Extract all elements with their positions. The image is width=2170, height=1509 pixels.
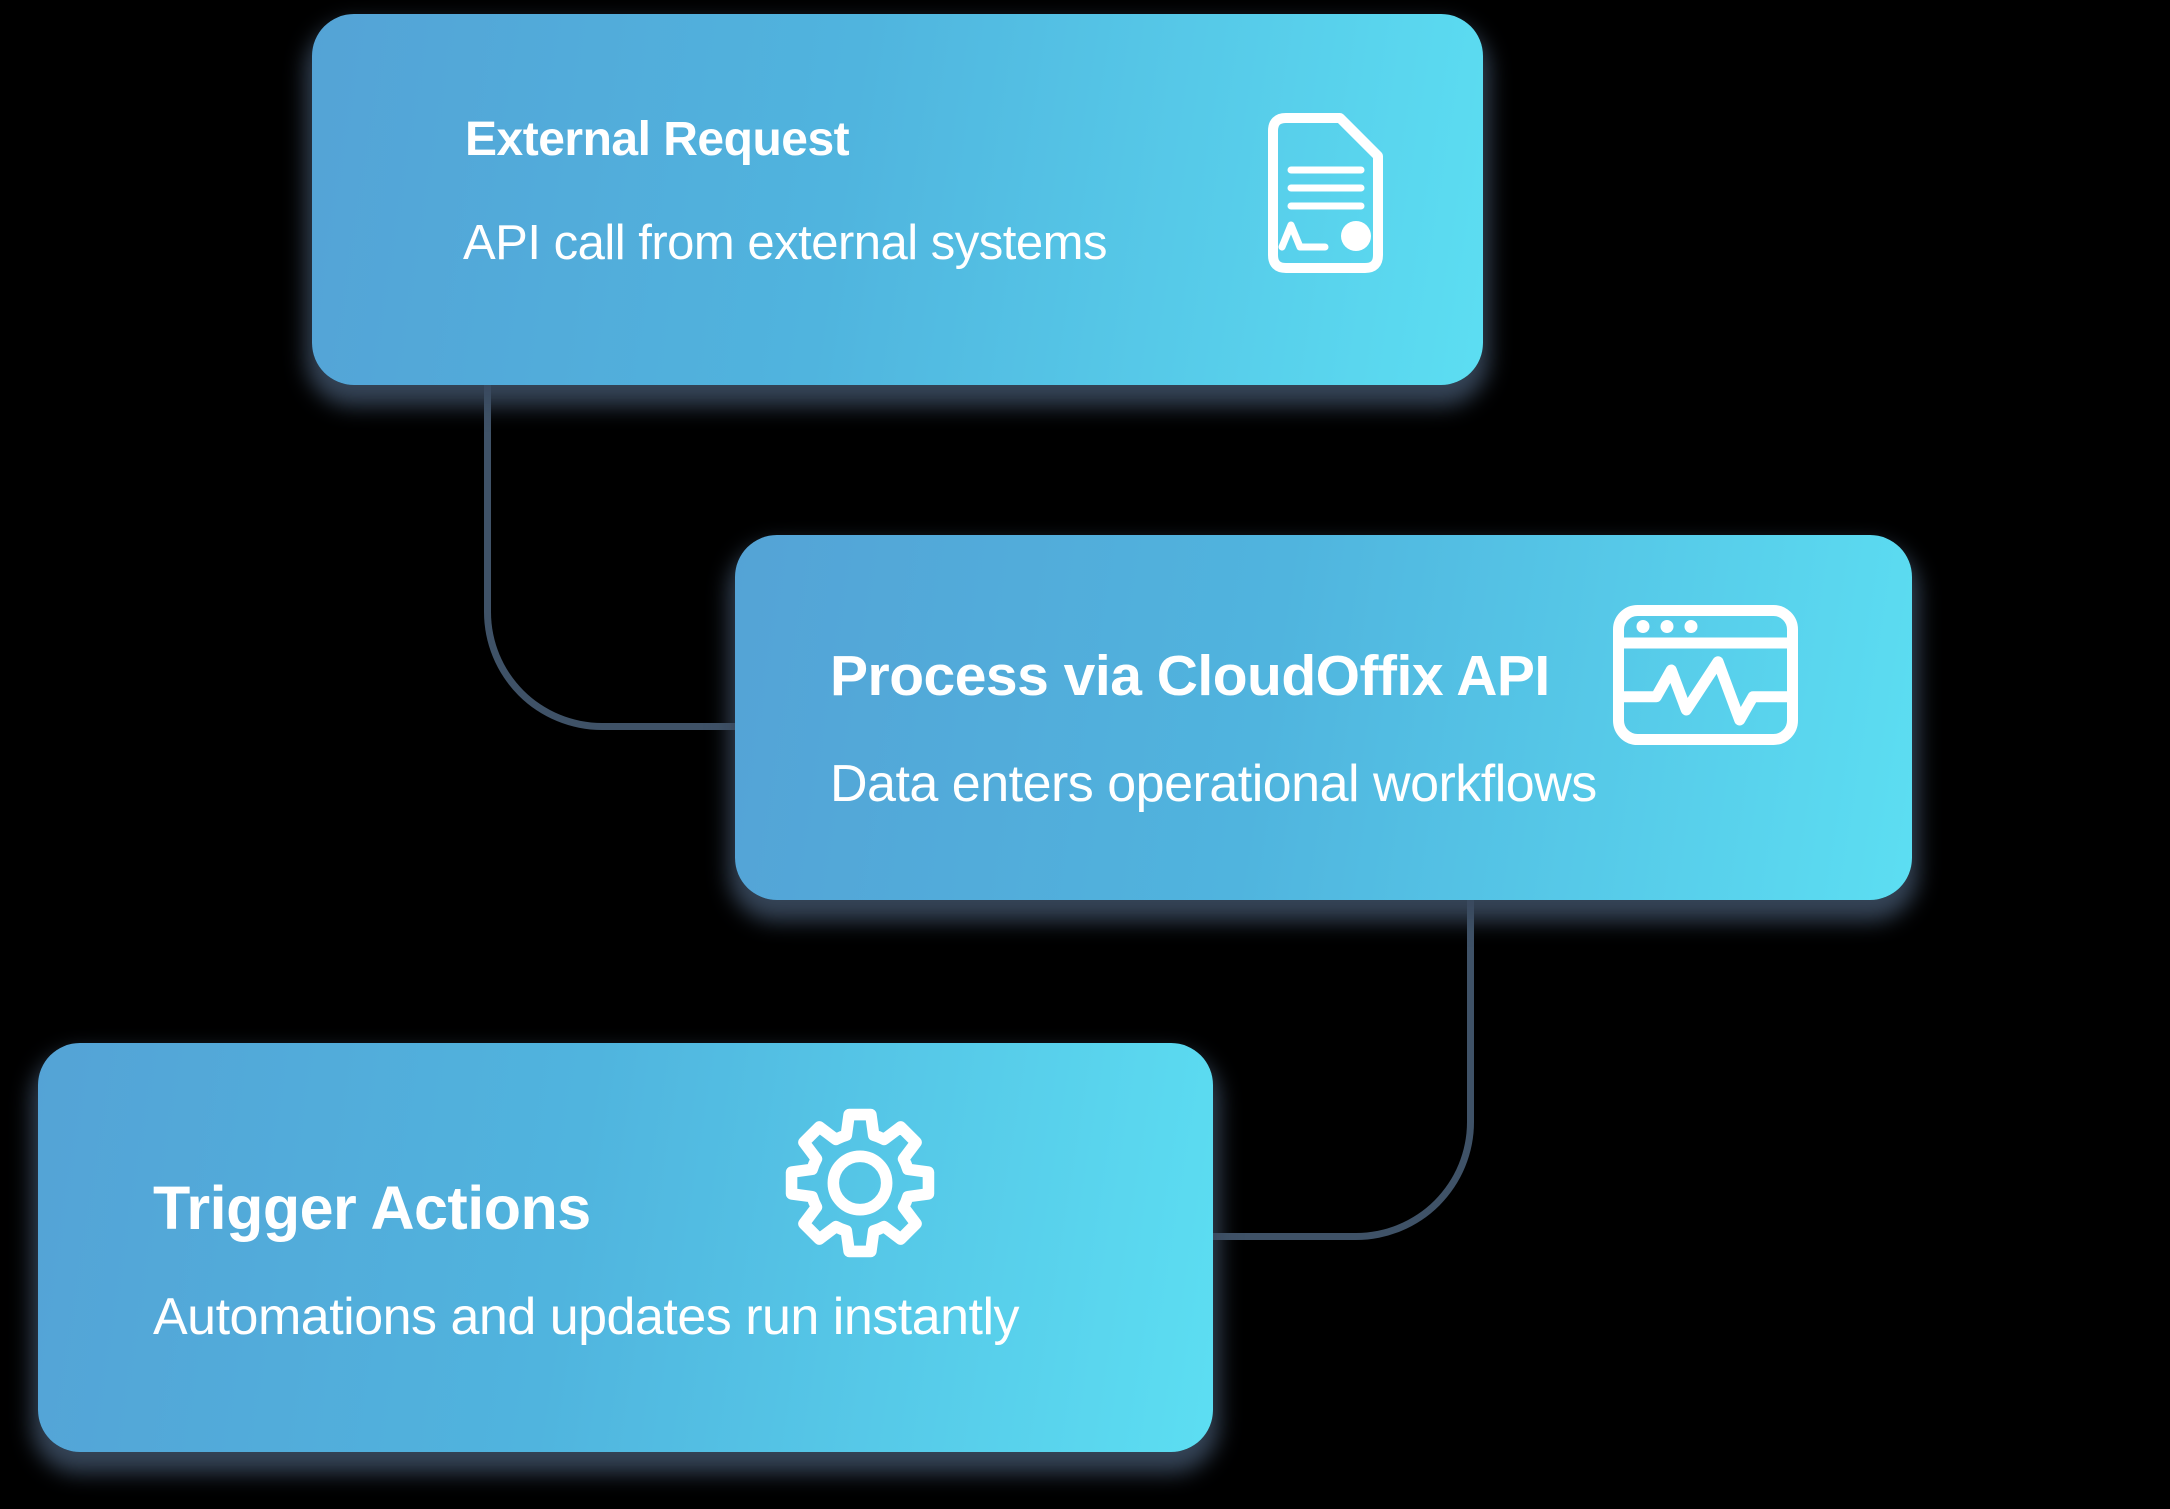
card-title: Trigger Actions — [153, 1174, 591, 1242]
card-title: External Request — [465, 113, 850, 166]
connector-step2-step3 — [1213, 897, 1474, 1240]
card-title: Process via CloudOffix API — [830, 644, 1550, 708]
browser-activity-icon — [1613, 605, 1798, 745]
card-subtitle: Data enters operational workflows — [830, 755, 1597, 813]
connector-step1-step2 — [484, 385, 742, 730]
card-subtitle: API call from external systems — [463, 216, 1107, 270]
card-subtitle: Automations and updates run instantly — [153, 1288, 1020, 1346]
file-signature-icon — [1268, 113, 1383, 273]
card-process-cloudoffix-api: Process via CloudOffix API Data enters o… — [735, 535, 1912, 900]
gear-icon — [780, 1103, 940, 1263]
card-external-request: External Request API call from external … — [312, 14, 1483, 385]
card-trigger-actions: Trigger Actions Automations and updates … — [38, 1043, 1213, 1452]
